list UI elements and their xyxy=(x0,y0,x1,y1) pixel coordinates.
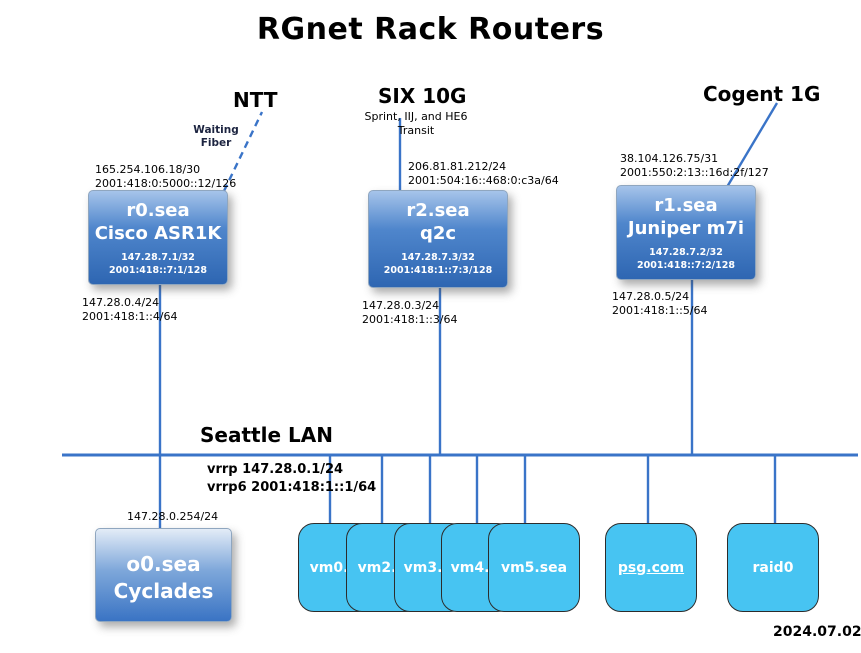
console-model: Cyclades xyxy=(113,579,214,603)
loopback-ipv6: 2001:418::7:2/128 xyxy=(637,259,735,271)
lan-ipv6-r1: 2001:418:1::5/64 xyxy=(612,304,708,318)
lan-ipv4-r0: 147.28.0.4/24 xyxy=(82,296,160,309)
lan-address-r0: 147.28.0.4/24 2001:418:1::4/64 xyxy=(82,296,178,325)
router-model: Juniper m7i xyxy=(627,217,745,239)
router-loopback: 147.28.7.2/32 2001:418::7:2/128 xyxy=(617,247,755,273)
console-server-node: o0.sea Cyclades xyxy=(95,528,232,622)
loopback-ipv6: 2001:418:1::7:3/128 xyxy=(383,264,493,276)
diagram-date: 2024.07.02 xyxy=(773,624,861,640)
router-node-r1: r1.sea Juniper m7i 147.28.7.2/32 2001:41… xyxy=(616,185,756,280)
host-node-vm5: vm5.sea xyxy=(488,523,580,612)
lan-ipv4-r2: 147.28.0.3/24 xyxy=(362,299,440,312)
router-model: q2c xyxy=(419,222,457,244)
host-node-psg: psg.com xyxy=(605,523,697,612)
router-node-r2: r2.sea q2c 147.28.7.3/32 2001:418:1::7:3… xyxy=(368,190,508,288)
diagram-title: RGnet Rack Routers xyxy=(256,12,605,47)
console-name: o0.sea xyxy=(126,552,201,576)
console-ip-label: 147.28.0.254/24 xyxy=(127,510,219,523)
uplink-ipv4-r1: 38.104.126.75/31 xyxy=(620,152,719,165)
host-label: raid0 xyxy=(752,559,794,576)
uplink-ipv6-r1: 2001:550:2:13::16d:2f/127 xyxy=(620,166,769,180)
host-label: vm4. xyxy=(450,559,490,576)
router-name: r0.sea xyxy=(126,200,190,221)
router-name: r1.sea xyxy=(654,195,718,216)
router-model: Cisco ASR1K xyxy=(94,222,222,244)
vrrp-address-label: vrrp 147.28.0.1/24 vrrp6 2001:418:1::1/6… xyxy=(207,462,377,495)
uplink-label-cogent: Cogent 1G xyxy=(703,82,821,106)
uplink-address-r2: 206.81.81.212/24 2001:504:16::468:0:c3a/… xyxy=(408,160,559,189)
lan-address-r1: 147.28.0.5/24 2001:418:1::5/64 xyxy=(612,290,708,319)
uplink-ipv6-r2: 2001:504:16::468:0:c3a/64 xyxy=(408,174,559,188)
uplink-address-r0: 165.254.106.18/30 2001:418:0:5000::12/12… xyxy=(95,163,236,192)
lan-ipv6-r2: 2001:418:1::3/64 xyxy=(362,313,458,327)
loopback-ipv4: 147.28.7.2/32 xyxy=(649,247,723,258)
loopback-ipv6: 2001:418::7:1/128 xyxy=(109,264,207,276)
host-label: vm3. xyxy=(403,559,443,576)
uplink-ipv4-r0: 165.254.106.18/30 xyxy=(95,163,201,176)
router-name: r2.sea xyxy=(406,200,470,221)
uplink-label-ntt: NTT xyxy=(233,88,278,112)
loopback-ipv4: 147.28.7.3/32 xyxy=(401,252,475,263)
uplink-sublabel-six: Sprint, IIJ, and HE6 Transit xyxy=(364,110,468,137)
router-loopback: 147.28.7.1/32 2001:418::7:1/128 xyxy=(89,252,227,278)
router-node-r0: r0.sea Cisco ASR1K 147.28.7.1/32 2001:41… xyxy=(88,190,228,285)
uplink-label-six: SIX 10G xyxy=(378,84,467,108)
lan-address-r2: 147.28.0.3/24 2001:418:1::3/64 xyxy=(362,299,458,328)
host-node-raid0: raid0 xyxy=(727,523,819,612)
loopback-ipv4: 147.28.7.1/32 xyxy=(121,252,195,263)
host-label: vm2. xyxy=(357,559,397,576)
waiting-fiber-note: Waiting Fiber xyxy=(193,124,239,150)
host-label: psg.com xyxy=(617,559,685,576)
host-label: vm5.sea xyxy=(500,559,568,576)
uplink-address-r1: 38.104.126.75/31 2001:550:2:13::16d:2f/1… xyxy=(620,152,769,181)
lan-label: Seattle LAN xyxy=(200,423,333,447)
lan-ipv4-r1: 147.28.0.5/24 xyxy=(612,290,690,303)
uplink-ipv6-r0: 2001:418:0:5000::12/126 xyxy=(95,177,237,191)
host-label: vm0. xyxy=(309,559,349,576)
uplink-ipv4-r2: 206.81.81.212/24 xyxy=(408,160,507,173)
router-loopback: 147.28.7.3/32 2001:418:1::7:3/128 xyxy=(369,252,507,278)
lan-ipv6-r0: 2001:418:1::4/64 xyxy=(82,310,178,324)
